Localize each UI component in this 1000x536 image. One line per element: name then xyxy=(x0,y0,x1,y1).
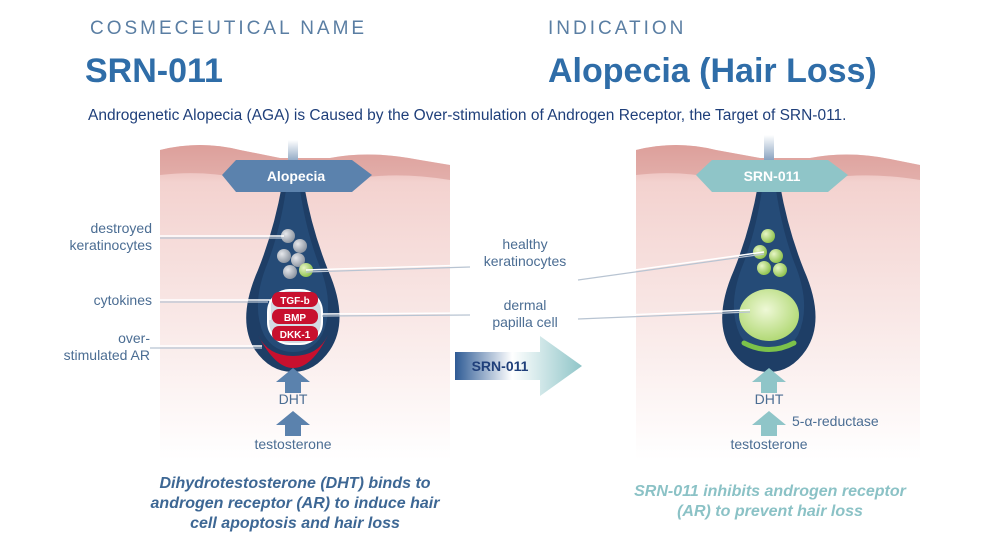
left-banner-shape xyxy=(222,160,372,192)
left-caption-line2: androgen receptor (AR) to induce hair xyxy=(150,495,440,512)
label-papilla-line1: dermal xyxy=(503,297,547,313)
right-caption: SRN-011 inhibits androgen receptor (AR) … xyxy=(590,482,950,522)
label-cytokines: cytokines xyxy=(93,292,152,308)
right-follicle xyxy=(722,135,816,372)
left-caption-line1: Dihydrotestosterone (DHT) binds to xyxy=(159,475,431,492)
label-ar-line2: stimulated AR xyxy=(63,347,150,363)
label-dermal-papilla: dermal papilla cell xyxy=(470,297,580,331)
label-destroyed-line2: keratinocytes xyxy=(69,237,152,253)
left-connectors xyxy=(150,235,765,347)
left-caption: Dihydrotestosterone (DHT) binds to andro… xyxy=(120,474,470,534)
cytokine-pills xyxy=(272,292,318,341)
left-testosterone-label: testosterone xyxy=(254,436,332,452)
right-dht-label: DHT xyxy=(754,391,784,407)
srn-arrow-shape xyxy=(455,336,582,396)
label-destroyed-keratinocytes: destroyed keratinocytes xyxy=(60,220,152,254)
left-banner-text: Alopecia xyxy=(267,168,326,184)
left-caption-line3: cell apoptosis and hair loss xyxy=(190,515,400,532)
cosmeceutical-name-label: COSMECEUTICAL NAME xyxy=(90,18,368,39)
indication-value: Alopecia (Hair Loss) xyxy=(548,52,877,90)
right-banner-text: SRN-011 xyxy=(744,168,801,184)
subtitle: Androgenetic Alopecia (AGA) is Caused by… xyxy=(88,107,847,124)
label-papilla-line2: papilla cell xyxy=(492,314,558,330)
left-dht-label: DHT xyxy=(278,391,308,407)
label-healthy-keratinocytes: healthy keratinocytes xyxy=(470,236,580,270)
cytokine-dkk1: DKK-1 xyxy=(280,330,311,341)
cytokine-tgfb: TGF-b xyxy=(280,296,309,307)
right-caption-line1: SRN-011 inhibits androgen receptor xyxy=(634,483,906,500)
product-name: SRN-011 xyxy=(85,52,223,90)
right-dht-arrow xyxy=(752,368,786,393)
label-over-stimulated-ar: over- stimulated AR xyxy=(50,330,150,364)
left-testosterone-arrow xyxy=(276,411,310,436)
left-dht-arrow xyxy=(276,368,310,393)
right-banner-shape xyxy=(696,160,848,192)
right-testosterone-arrow xyxy=(752,411,786,436)
label-destroyed-line1: destroyed xyxy=(90,220,152,236)
right-testosterone-label: testosterone xyxy=(730,436,808,452)
label-healthy-line2: keratinocytes xyxy=(483,253,567,269)
left-connectors-shadow xyxy=(150,237,765,349)
indication-label: INDICATION xyxy=(548,18,687,39)
reductase-label: 5-α-reductase xyxy=(792,413,879,429)
srn-arrow-label: SRN-011 xyxy=(472,358,529,374)
right-caption-line2: (AR) to prevent hair loss xyxy=(677,503,863,520)
label-ar-line1: over- xyxy=(118,330,150,346)
label-healthy-line1: healthy xyxy=(502,236,548,252)
cytokine-bmp: BMP xyxy=(284,313,307,324)
